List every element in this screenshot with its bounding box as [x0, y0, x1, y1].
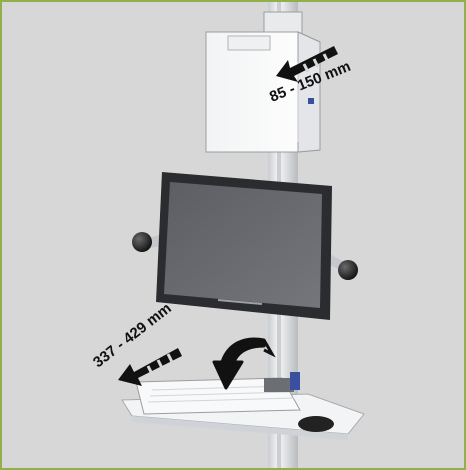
knob-icon-right	[338, 260, 358, 280]
power-led-icon	[308, 98, 314, 104]
mouse	[298, 416, 334, 432]
knob-icon-left	[132, 232, 152, 252]
double-arrow-icon-tray	[118, 348, 182, 386]
monitor	[156, 172, 332, 320]
